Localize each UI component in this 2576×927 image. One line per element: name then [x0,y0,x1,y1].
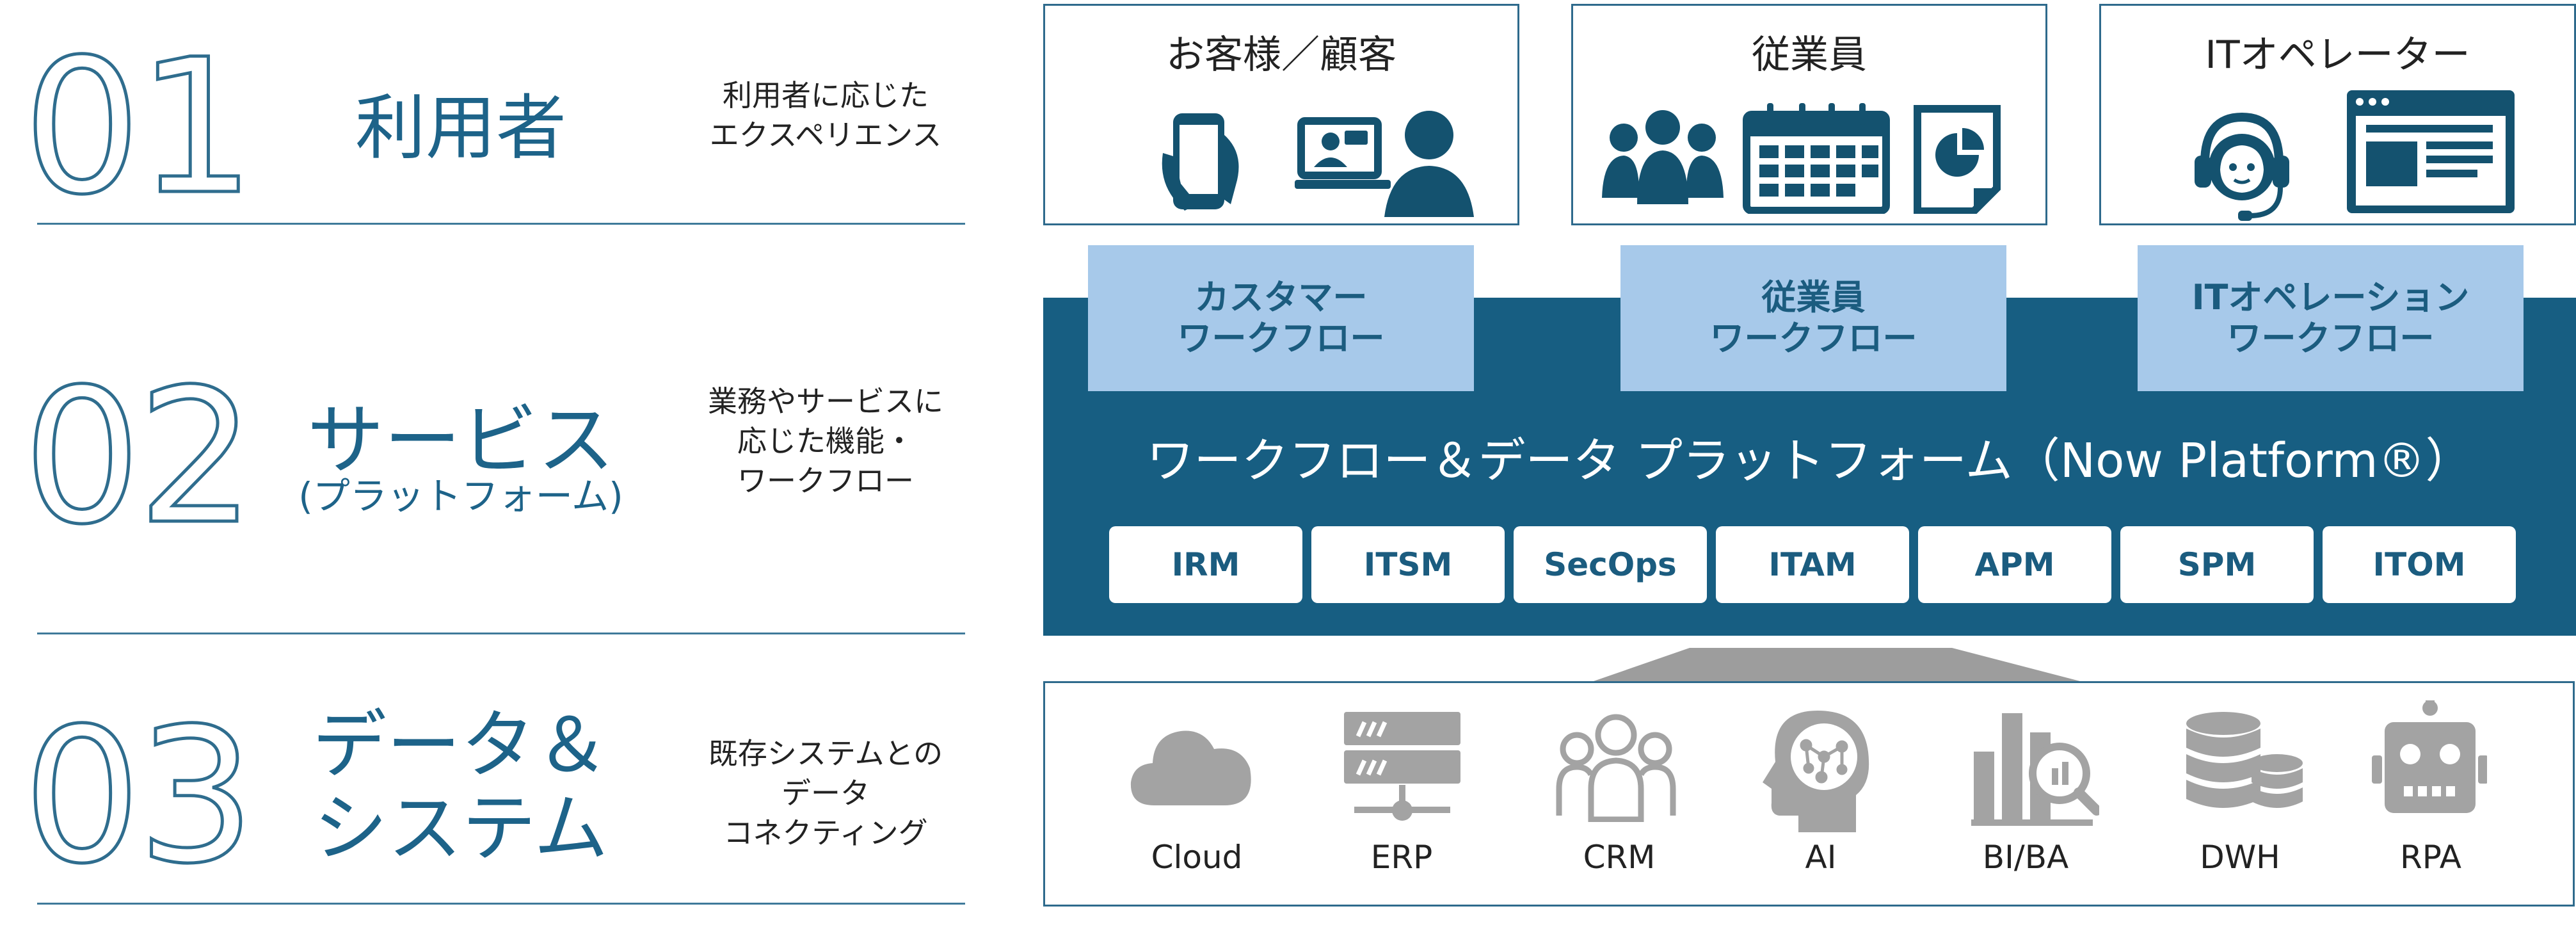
module-secops: SecOps [1514,526,1707,603]
module-itom: ITOM [2323,526,2516,603]
system-label: ERP [1370,839,1433,876]
desc-line: エクスペリエンス [709,118,942,152]
layer-title-data-system: データ＆ システム [301,704,621,871]
workflow-it-operation: ITオペレーション ワークフロー [2138,245,2524,391]
title-line: データ＆ [312,702,609,789]
system-label: DWH [2200,839,2280,876]
people-group-icon [1602,110,1724,204]
desc-line: データ [781,776,870,810]
database-icon [2186,712,2303,808]
workflow-line: ワークフロー [1177,318,1385,359]
system-label: BI/BA [1982,839,2069,876]
user-label: 従業員 [1752,33,1867,77]
workflow-line: ワークフロー [2227,318,2435,359]
desc-line: 既存システムとの [708,736,943,771]
divider-line [37,903,965,905]
workflow-line: カスタマー [1194,277,1368,318]
divider-line [37,223,965,225]
layer-desc-data: 既存システムとの データ コネクティング [659,734,992,853]
desc-line: コネクティング [723,816,928,850]
desc-line: ワークフロー [737,464,914,498]
connector-shape [1594,648,2080,681]
platform-label: ワークフロー＆データ プラットフォーム（Now Platform®） [1146,433,2473,488]
module-itsm: ITSM [1311,526,1505,603]
headset-operator-icon [2195,112,2289,221]
workflow-line: ワークフロー [1709,318,1917,359]
layer-number-02: 02 [21,350,257,565]
user-label: お客様／顧客 [1166,33,1396,77]
system-label: RPA [2400,839,2461,876]
module-irm: IRM [1109,526,1302,603]
module-spm: SPM [2120,526,2314,603]
layer-subtitle-platform: (プラットフォーム) [298,474,623,518]
desc-line: 利用者に応じた [723,78,929,113]
layer-desc-service: 業務やサービスに 応じた機能・ ワークフロー [659,382,992,501]
user-box-it-operator: ITオペレーター [2099,4,2576,225]
analytics-magnifier-icon [1971,713,2099,826]
workflow-line: ITオペレーション [2191,277,2470,318]
robot-icon [2372,700,2487,813]
layer-title-users: 利用者 [355,87,566,169]
desc-line: 応じた機能・ [737,424,914,458]
user-box-customer: お客様／顧客 [1043,4,1519,225]
module-itam: ITAM [1716,526,1909,603]
system-label: Cloud [1151,839,1243,876]
workflow-employee: 従業員 ワークフロー [1620,245,2006,391]
layer-number-01: 01 [21,20,257,236]
system-label: AI [1805,839,1837,876]
user-box-employee: 従業員 [1571,4,2047,225]
desc-line: 業務やサービスに [708,384,943,419]
layer-number-03: 03 [21,689,257,905]
cloud-icon [1130,720,1251,805]
video-call-icon [1295,111,1474,217]
server-icon [1344,712,1460,821]
dashboard-window-icon [2347,90,2515,213]
ai-head-icon [1763,711,1869,832]
title-line: システム [313,786,609,872]
user-label: ITオペレーター [2205,33,2470,77]
module-apm: APM [1918,526,2111,603]
layer-title-service: サービス [307,396,614,485]
layer-desc-users: 利用者に応じた エクスペリエンス [659,76,992,155]
divider-line [37,633,965,634]
calendar-icon [1743,103,1890,214]
report-chart-icon [1914,105,2001,214]
smartphone-icon [1162,113,1239,211]
workflow-customer: カスタマー ワークフロー [1088,245,1474,391]
system-label: CRM [1583,839,1656,876]
workflow-line: 従業員 [1761,277,1866,318]
people-outline-icon [1556,714,1676,822]
